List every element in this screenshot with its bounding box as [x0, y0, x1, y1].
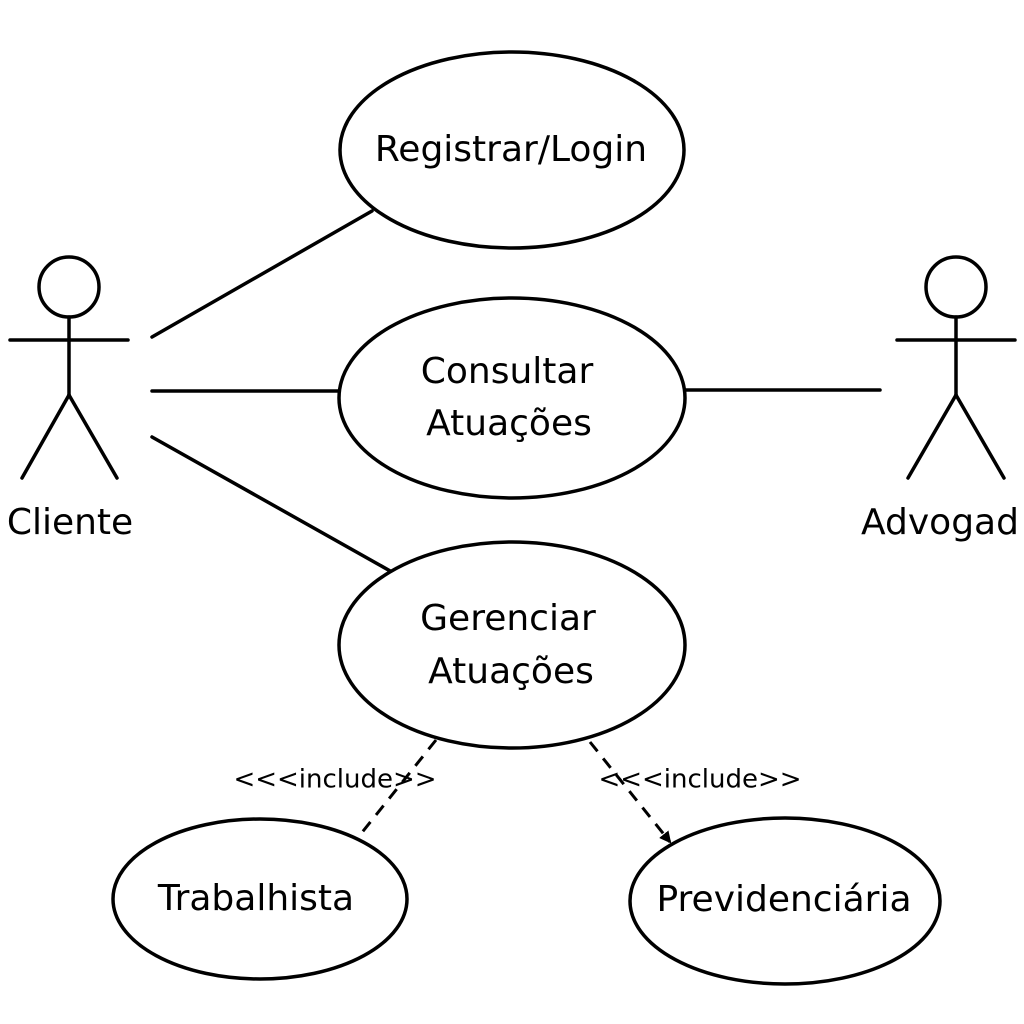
use-case-trabalhista-ellipse	[111, 817, 409, 981]
use-case-gerenciar-atuacoes-ellipse	[337, 540, 687, 750]
use-case-consultar-atuacoes-label-line1: Consultar	[421, 351, 594, 392]
include-label-right: <<<include>>	[598, 765, 801, 795]
use-case-trabalhista: Trabalhista	[111, 817, 409, 981]
use-case-registrar-login: Registrar/Login	[338, 50, 686, 250]
use-case-consultar-atuacoes: Consultar Atuações	[337, 296, 687, 500]
use-case-previdenciaria-ellipse	[628, 816, 942, 986]
actor-advogado-left-leg	[906, 393, 958, 480]
include-gerenciar-previdenciaria	[588, 741, 672, 844]
association-cliente-gerenciar	[150, 435, 394, 574]
use-case-gerenciar-atuacoes-label-line1: Gerenciar	[420, 598, 596, 639]
actor-cliente-right-leg	[67, 393, 119, 480]
actor-cliente: Cliente	[7, 255, 133, 543]
include-label-left: <<<include>>	[233, 765, 436, 795]
use-case-trabalhista-label: Trabalhista	[157, 878, 354, 919]
use-case-consultar-atuacoes-ellipse	[337, 296, 687, 500]
use-case-registrar-login-ellipse	[338, 50, 686, 250]
actor-advogado-right-leg	[954, 393, 1006, 480]
association-cliente-registrar	[150, 209, 374, 339]
actor-cliente-label: Cliente	[7, 502, 133, 543]
use-case-gerenciar-atuacoes: Gerenciar Atuações	[337, 540, 687, 750]
actor-cliente-left-leg	[20, 393, 71, 480]
use-case-consultar-atuacoes-label-line2: Atuações	[426, 403, 592, 444]
actor-advogado: Advogad	[861, 255, 1019, 543]
actor-advogado-label: Advogad	[861, 502, 1019, 543]
include-gerenciar-trabalhista	[354, 739, 438, 841]
use-case-gerenciar-atuacoes-label-line2: Atuações	[428, 651, 594, 692]
actor-cliente-head	[37, 255, 101, 319]
use-case-previdenciaria: Previdenciária	[628, 816, 942, 986]
actor-advogado-head	[924, 255, 988, 319]
use-case-previdenciaria-label: Previdenciária	[656, 879, 911, 920]
use-case-registrar-login-label: Registrar/Login	[375, 129, 647, 170]
